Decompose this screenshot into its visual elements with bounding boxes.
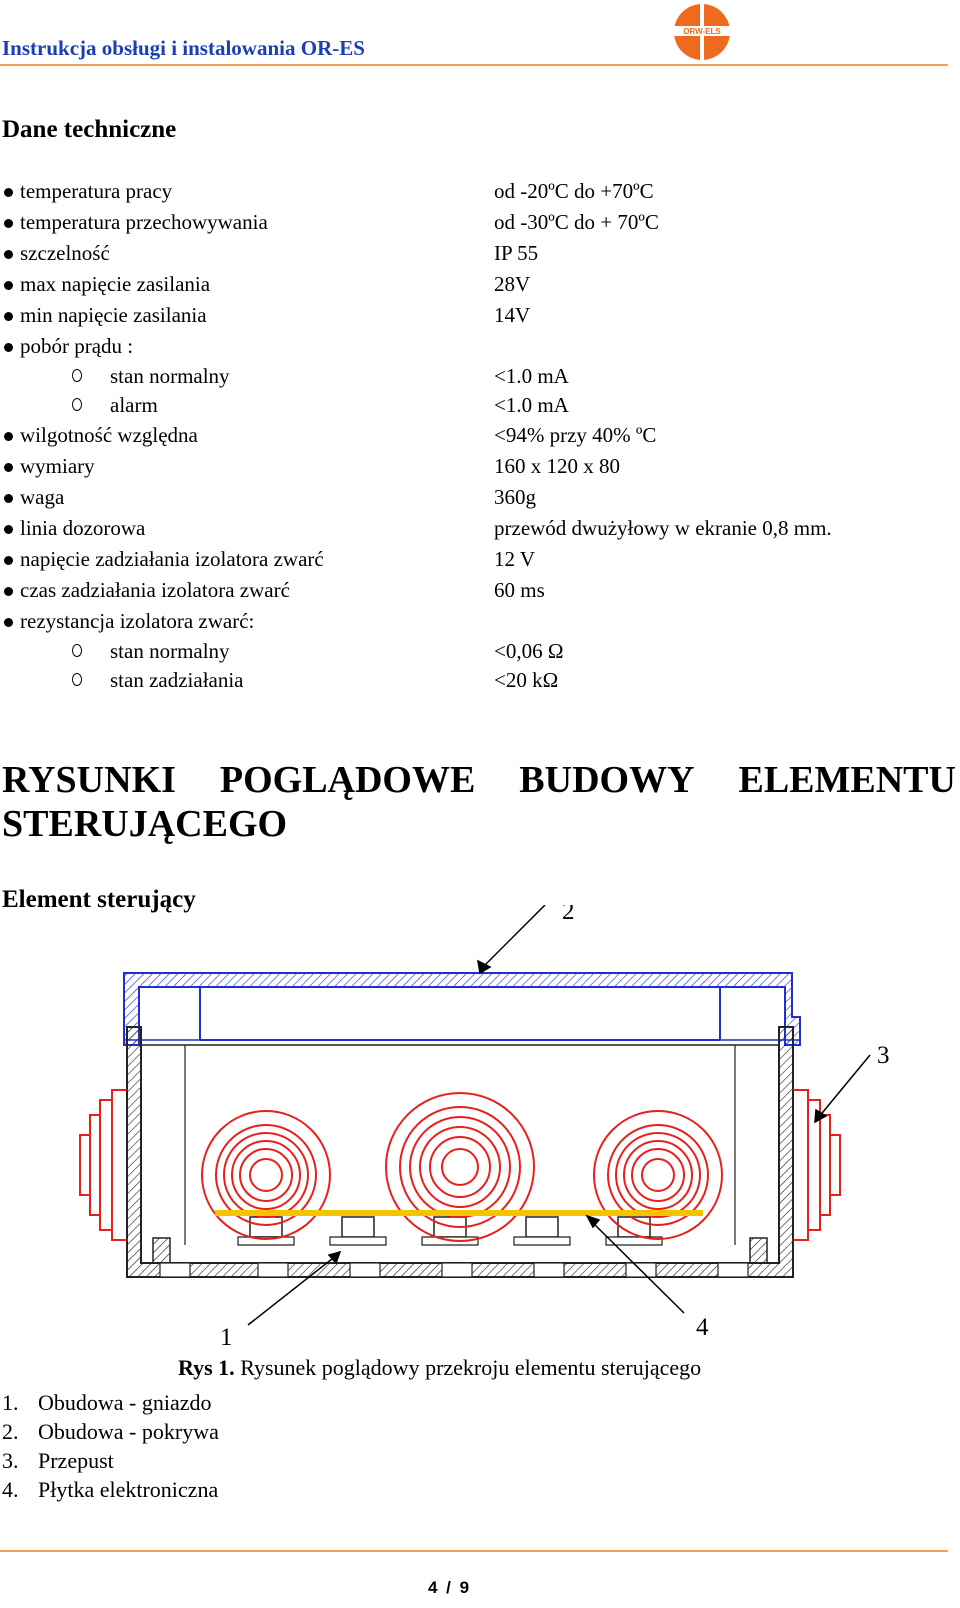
legend-item: 3.Przepust	[2, 1448, 114, 1473]
bullet-icon	[4, 463, 13, 472]
spec-value: <1.0 mA	[494, 364, 569, 388]
figure-legend: 1.Obudowa - gniazdo 2.Obudowa - pokrywa …	[2, 1388, 219, 1504]
footer-divider	[0, 1550, 948, 1552]
spec-label: wymiary	[20, 454, 95, 478]
leader-lines	[247, 905, 871, 1326]
spec-row: napięcie zadziałania izolatora zwarć 12 V	[0, 544, 940, 575]
spec-row: rezystancja izolatora zwarć:	[0, 606, 940, 637]
spec-value: od -30ºC do + 70ºC	[494, 210, 659, 234]
bullet-icon	[4, 312, 13, 321]
spec-value: <20 kΩ	[494, 668, 559, 692]
heading-word: BUDOWY	[519, 759, 695, 801]
callout-3: 3	[877, 1042, 890, 1069]
bullet-icon	[4, 343, 13, 352]
base-housing	[126, 1026, 794, 1278]
spec-row: wymiary 160 x 120 x 80	[0, 451, 940, 482]
spec-value: 12 V	[494, 547, 536, 571]
spec-value: 60 ms	[494, 578, 545, 602]
cover-lid	[123, 972, 801, 1046]
spec-row: linia dozorowa przewód dwużyłowy w ekrani…	[0, 513, 940, 544]
spec-value: IP 55	[494, 241, 539, 265]
bullet-icon	[4, 281, 13, 290]
callout-4: 4	[696, 1314, 709, 1341]
figure-caption: Rys 1. Rysunek poglądowy przekroju eleme…	[178, 1355, 701, 1381]
spec-label: wilgotność względna	[20, 423, 198, 447]
spec-row: waga 360g	[0, 482, 940, 513]
spec-label: stan normalny	[110, 364, 230, 388]
spec-value: 28V	[494, 272, 531, 296]
spec-row: pobór prądu :	[0, 331, 940, 362]
cross-section-drawing: 1 2 3 4	[79, 905, 890, 1351]
spec-label: min napięcie zasilania	[20, 303, 207, 327]
spec-row: alarm <1.0 mA	[0, 391, 940, 420]
caption-text: Rysunek poglądowy przekroju elementu ste…	[234, 1355, 702, 1380]
spec-row: min napięcie zasilania 14V	[0, 300, 940, 331]
spec-label: szczelność	[20, 241, 110, 265]
drawings-heading: RYSUNKI POGLĄDOWE BUDOWY ELEMENTU STERUJ…	[2, 758, 958, 846]
spec-row: max napięcie zasilania 28V	[0, 269, 940, 300]
circle-bullet-icon	[72, 398, 82, 411]
spec-label: alarm	[110, 393, 158, 417]
circle-bullet-icon	[72, 673, 82, 686]
spec-value: 160 x 120 x 80	[494, 454, 620, 478]
spec-label: stan normalny	[110, 639, 230, 663]
spec-label: pobór prądu :	[20, 334, 134, 358]
spec-value: <1.0 mA	[494, 393, 569, 417]
element-heading: Element sterujący	[2, 886, 196, 913]
spec-value: <94% przy 40% ºC	[494, 423, 657, 447]
legend-item: 1.Obudowa - gniazdo	[2, 1390, 212, 1415]
spec-label: waga	[20, 485, 65, 509]
spec-label: linia dozorowa	[20, 516, 146, 540]
spec-label: max napięcie zasilania	[20, 272, 211, 296]
company-logo: ORW-ELS	[674, 4, 730, 60]
heading-line-2: STERUJĄCEGO	[2, 803, 288, 845]
spec-row: temperatura przechowywania od -30ºC do + …	[0, 207, 940, 238]
caption-prefix: Rys 1.	[178, 1355, 235, 1380]
spec-value: przewód dwużyłowy w ekranie 0,8 mm.	[494, 516, 832, 540]
document-title: Instrukcja obsługi i instalowania OR-ES	[2, 36, 365, 60]
spec-label: temperatura pracy	[20, 179, 173, 203]
heading-word: RYSUNKI	[2, 759, 176, 801]
spec-value: <0,06 Ω	[494, 639, 564, 663]
spec-row: szczelność IP 55	[0, 238, 940, 269]
bullet-icon	[4, 618, 13, 627]
legend-item: 4.Płytka elektroniczna	[2, 1477, 219, 1502]
logo-text: ORW-ELS	[683, 27, 721, 36]
spec-label: napięcie zadziałania izolatora zwarć	[20, 547, 324, 571]
spec-row: temperatura pracy od -20ºC do +70ºC	[0, 176, 940, 207]
bullet-icon	[4, 219, 13, 228]
bullet-icon	[4, 188, 13, 197]
callout-1: 1	[220, 1324, 233, 1351]
spec-label: temperatura przechowywania	[20, 210, 268, 234]
spec-label: rezystancja izolatora zwarć:	[20, 609, 255, 633]
circle-bullet-icon	[72, 644, 82, 657]
bullet-icon	[4, 432, 13, 441]
spec-value: od -20ºC do +70ºC	[494, 179, 654, 203]
spec-value: 14V	[494, 303, 531, 327]
spec-row: stan normalny <1.0 mA	[0, 362, 940, 391]
bullet-icon	[4, 556, 13, 565]
legend-item: 2.Obudowa - pokrywa	[2, 1419, 219, 1444]
spec-row: stan zadziałania <20 kΩ	[0, 666, 940, 695]
section-title: Dane techniczne	[2, 116, 177, 143]
spec-row: stan normalny <0,06 Ω	[0, 637, 940, 666]
bullet-icon	[4, 494, 13, 503]
heading-word: ELEMENTU	[738, 759, 956, 801]
spec-row: czas zadziałania izolatora zwarć 60 ms	[0, 575, 940, 606]
bullet-icon	[4, 525, 13, 534]
bullet-icon	[4, 587, 13, 596]
spec-label: czas zadziałania izolatora zwarć	[20, 578, 290, 602]
cable-glands	[79, 1089, 841, 1242]
header-divider	[0, 64, 948, 66]
circle-bullet-icon	[72, 369, 82, 382]
spec-label: stan zadziałania	[110, 668, 244, 692]
callout-2: 2	[562, 905, 575, 925]
spec-row: wilgotność względna <94% przy 40% ºC	[0, 420, 940, 451]
spec-value: 360g	[494, 485, 536, 509]
page-number: 4 / 9	[428, 1578, 472, 1597]
pcb-board	[215, 1210, 703, 1216]
bullet-icon	[4, 250, 13, 259]
heading-word: POGLĄDOWE	[219, 759, 476, 801]
